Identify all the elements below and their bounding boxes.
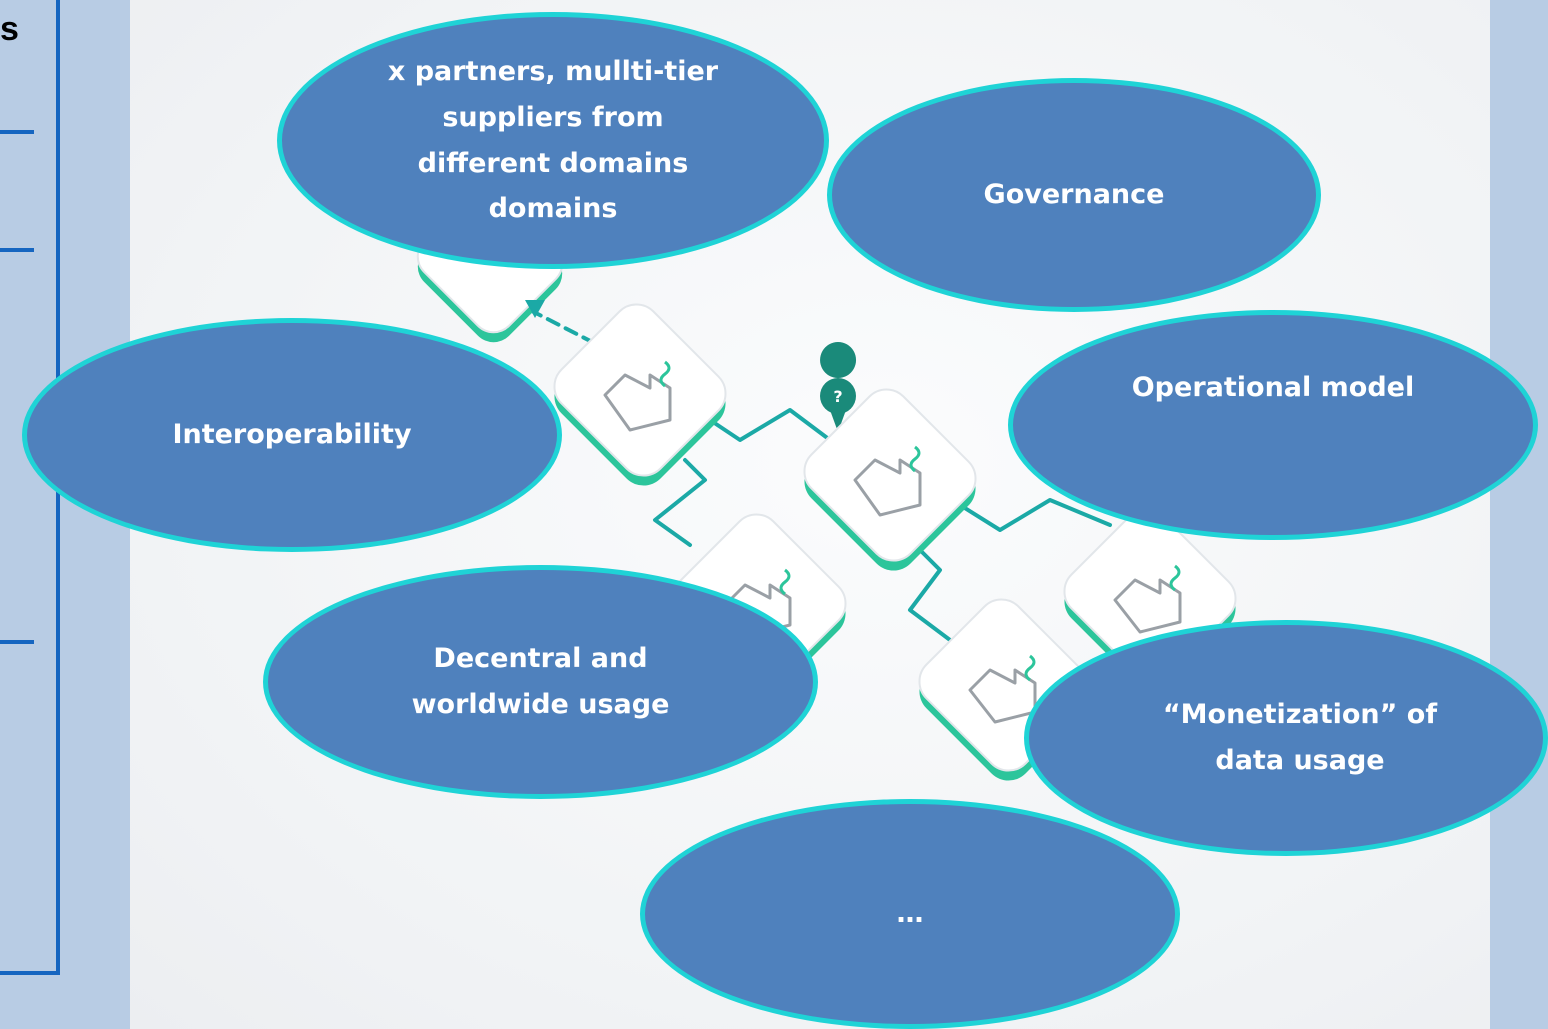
connector-lines <box>528 308 1112 642</box>
factory-tile-1 <box>553 303 727 486</box>
connector-2-4 <box>958 498 1112 532</box>
factory-tile-2 <box>803 388 977 571</box>
bubble-partners: x partners, mullti-tier suppliers from d… <box>277 12 829 269</box>
bubble-more: … <box>640 799 1180 1029</box>
bubble-monetization: “Monetization” of data usage <box>1024 620 1548 856</box>
connector-1-2 <box>708 408 832 442</box>
left-mark-1 <box>0 130 34 134</box>
bubble-operational-model: Operational model <box>1008 310 1538 540</box>
left-heading: s <box>0 10 19 48</box>
bubble-interoperability: Interoperability <box>22 318 562 552</box>
connector-dashed <box>528 308 602 348</box>
factory-icon <box>968 654 1037 724</box>
factory-icon <box>853 445 922 517</box>
factory-icon <box>1113 564 1182 634</box>
question-pin-label: ? <box>833 387 842 406</box>
connector-1-3 <box>653 458 707 547</box>
connector-2-5 <box>908 538 952 642</box>
left-mark-3 <box>0 640 34 644</box>
left-mark-2 <box>0 248 34 252</box>
question-pin-icon <box>820 342 857 432</box>
right-strip <box>1490 0 1548 1029</box>
factory-icon <box>603 360 672 432</box>
bubble-decentral: Decentral and worldwide usage <box>263 565 818 799</box>
bubble-governance: Governance <box>827 78 1321 312</box>
